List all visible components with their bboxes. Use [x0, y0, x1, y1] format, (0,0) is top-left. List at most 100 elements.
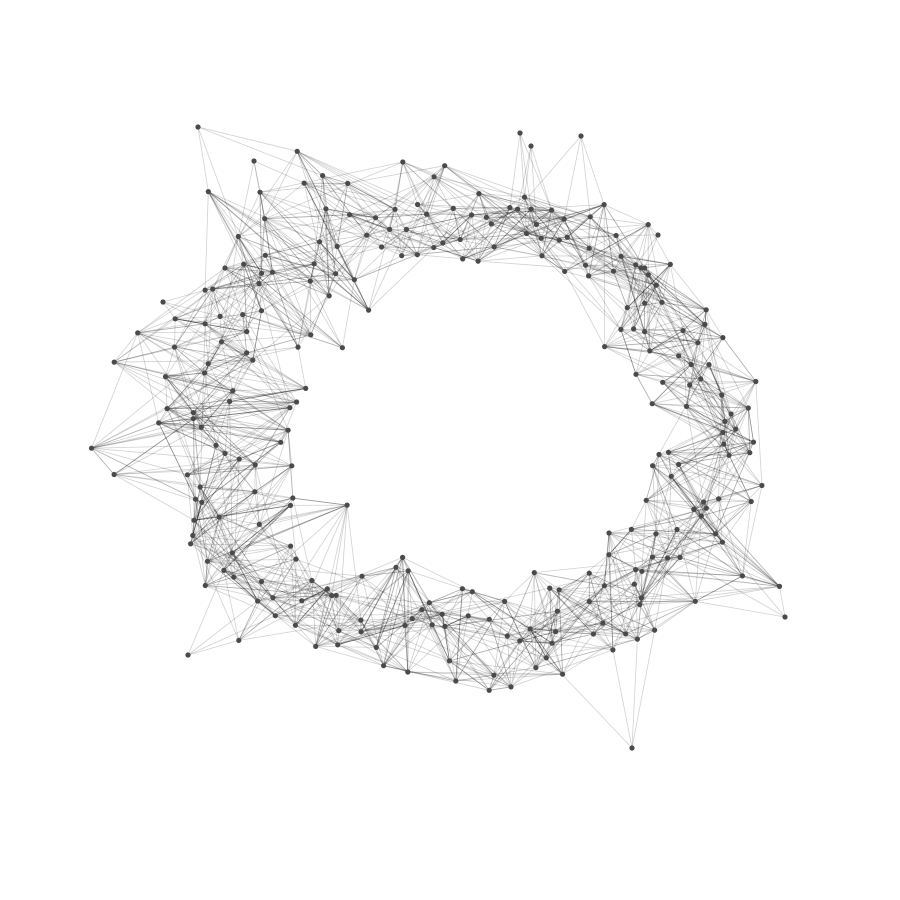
graph-edge — [204, 288, 214, 324]
graph-edge — [493, 208, 532, 248]
graph-edge — [718, 452, 751, 500]
graph-edge — [442, 193, 480, 244]
graph-edge — [715, 485, 763, 535]
graph-edge — [506, 572, 535, 637]
graph-edge — [221, 331, 247, 343]
graph-edge — [652, 403, 750, 454]
graph-edge — [233, 576, 274, 599]
graph-node — [227, 398, 233, 405]
graph-edge — [190, 543, 225, 571]
graph-node — [453, 678, 459, 684]
graph-edge — [354, 279, 369, 311]
graph-edge — [620, 301, 663, 330]
graph-edge — [366, 234, 418, 256]
graph-edge — [165, 372, 205, 378]
graph-node — [556, 237, 562, 243]
graph-edge — [588, 573, 604, 624]
graph-edge — [252, 295, 330, 361]
graph-edge — [655, 476, 672, 534]
graph-edge — [530, 208, 537, 225]
graph-node — [201, 370, 208, 376]
graph-edge — [649, 324, 706, 352]
graph-edge — [549, 588, 556, 632]
graph-edge — [652, 403, 724, 445]
graph-edge — [703, 413, 732, 503]
graph-edge — [257, 600, 276, 617]
graph-node — [364, 232, 370, 238]
graph-edge — [113, 474, 195, 521]
graph-edge — [590, 216, 642, 269]
graph-edge — [631, 529, 716, 535]
graph-edge — [421, 609, 433, 626]
graph-edge — [259, 191, 355, 280]
graph-edge — [507, 554, 610, 637]
graph-edge — [494, 204, 605, 248]
graph-edge — [608, 532, 627, 634]
graph-edge — [375, 213, 427, 219]
graph-node — [446, 658, 452, 664]
graph-edge — [204, 341, 222, 374]
graph-edge — [526, 233, 642, 269]
graph-edge — [361, 613, 443, 633]
graph-node — [649, 554, 656, 560]
graph-edge — [589, 585, 605, 602]
graph-edge — [641, 529, 678, 599]
graph-edge — [693, 455, 730, 510]
graph-edge — [444, 626, 537, 669]
graph-node — [527, 626, 533, 632]
graph-edge — [338, 570, 409, 632]
graph-node — [287, 405, 293, 411]
graph-edge — [477, 217, 487, 262]
graph-edge — [689, 364, 710, 386]
graph-edge — [315, 646, 384, 667]
graph-edge — [639, 557, 668, 605]
graph-edge — [223, 570, 332, 596]
graph-edge — [190, 453, 226, 544]
graph-edge — [338, 576, 363, 631]
graph-edge — [311, 580, 317, 647]
graph-edge — [199, 486, 262, 582]
graph-edge — [175, 318, 253, 361]
graph-edge — [697, 309, 707, 343]
graph-edge — [723, 443, 763, 486]
graph-edge — [588, 275, 622, 330]
graph-edge — [722, 501, 752, 543]
graph-node — [197, 484, 203, 490]
graph-edge — [742, 485, 763, 576]
graph-edge — [158, 418, 194, 424]
graph-edge — [661, 264, 671, 303]
graph-edge — [603, 204, 614, 272]
graph-node — [415, 201, 421, 208]
graph-node — [639, 568, 645, 574]
graph-edge — [223, 570, 339, 632]
graph-node — [222, 265, 228, 271]
graph-edge — [747, 407, 751, 453]
graph-edge — [275, 580, 313, 616]
graph-node — [192, 496, 199, 502]
graph-edge — [535, 638, 638, 669]
graph-edge — [295, 588, 328, 626]
graph-edge — [735, 407, 749, 430]
graph-edge — [668, 441, 754, 453]
graph-node — [252, 489, 258, 495]
graph-node — [405, 669, 411, 675]
graph-edge — [114, 464, 256, 475]
graph-edge — [402, 161, 454, 209]
graph-edge — [635, 373, 663, 383]
graph-edge — [200, 486, 255, 493]
graph-edge — [678, 355, 756, 382]
graph-edge — [449, 660, 495, 676]
graph-edge — [689, 384, 751, 453]
graph-edge — [303, 182, 376, 219]
graph-edge — [257, 581, 262, 602]
graph-edge — [678, 441, 754, 465]
graph-edge — [467, 615, 537, 669]
graph-edge — [703, 501, 780, 587]
graph-edge — [462, 588, 490, 620]
graph-edge — [187, 401, 297, 476]
graph-edge — [695, 575, 743, 602]
graph-edge — [261, 581, 332, 596]
graph-edge — [507, 635, 553, 644]
graph-edge — [195, 498, 258, 602]
graph-edge — [564, 224, 649, 272]
